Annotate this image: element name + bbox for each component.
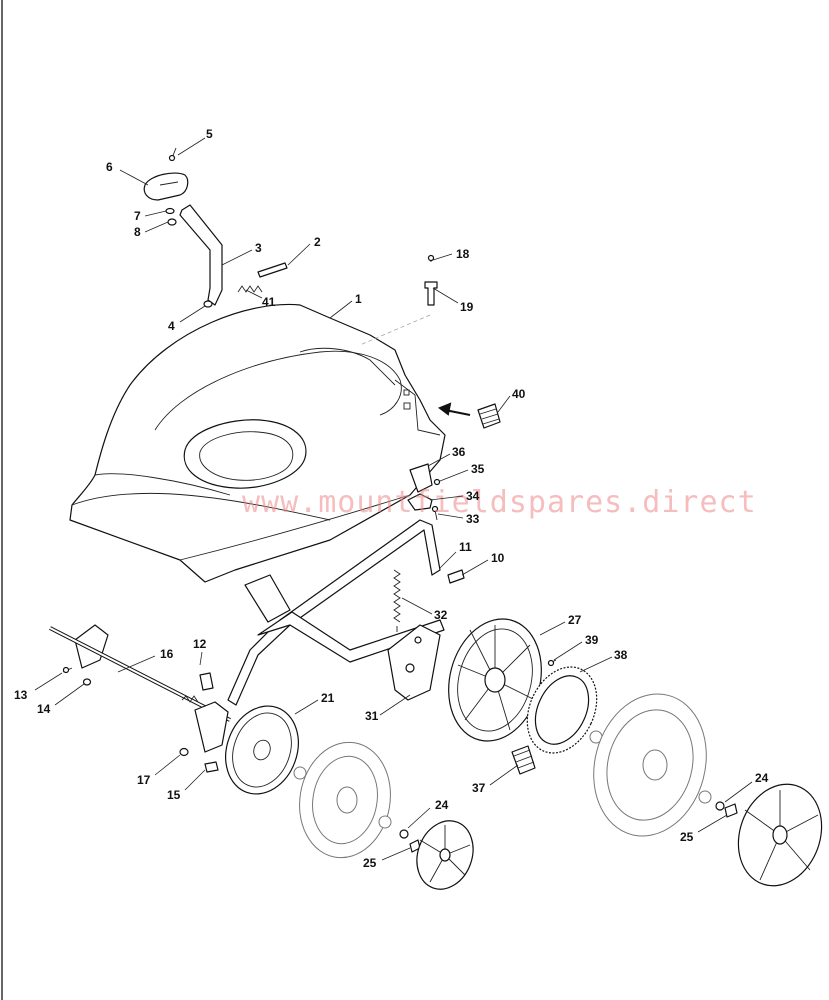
callout-2: 2 bbox=[314, 235, 321, 249]
rear-wheel bbox=[589, 693, 712, 837]
leader-lines bbox=[34, 137, 753, 861]
callout-8: 8 bbox=[134, 225, 141, 239]
callout-24a: 24 bbox=[435, 798, 449, 812]
callout-4: 4 bbox=[168, 319, 175, 333]
front-hub-cap bbox=[399, 820, 474, 890]
rear-axle-frame bbox=[227, 519, 465, 706]
callout-40: 40 bbox=[512, 387, 526, 401]
callout-13: 13 bbox=[14, 688, 28, 702]
front-wheel bbox=[293, 741, 392, 859]
watermark-text: www.mountfieldspares.direct bbox=[242, 485, 757, 520]
callout-33: 33 bbox=[466, 512, 480, 526]
rear-drive-disc bbox=[448, 618, 557, 742]
callout-3: 3 bbox=[255, 241, 262, 255]
callout-labels: 5 6 7 8 3 2 41 4 1 18 19 40 36 35 34 33 … bbox=[14, 127, 769, 870]
gearbox-pinion bbox=[437, 402, 501, 429]
height-lever-assembly bbox=[143, 147, 288, 308]
front-axle bbox=[49, 624, 231, 773]
callout-18: 18 bbox=[456, 247, 470, 261]
callout-19: 19 bbox=[460, 300, 474, 314]
pivot-assembly bbox=[424, 254, 438, 306]
bracket-set bbox=[407, 463, 441, 521]
callout-38: 38 bbox=[614, 648, 628, 662]
callout-1: 1 bbox=[355, 292, 362, 306]
drive-pinion bbox=[511, 745, 536, 775]
callout-36: 36 bbox=[452, 445, 466, 459]
callout-21: 21 bbox=[321, 691, 335, 705]
callout-5: 5 bbox=[206, 127, 213, 141]
callout-6: 6 bbox=[106, 160, 113, 174]
callout-32: 32 bbox=[434, 608, 448, 622]
callout-25b: 25 bbox=[680, 830, 694, 844]
lever-spring bbox=[237, 285, 263, 293]
mower-deck bbox=[69, 303, 446, 583]
callout-27: 27 bbox=[568, 613, 582, 627]
callout-25a: 25 bbox=[363, 856, 377, 870]
lever-pin bbox=[257, 262, 288, 278]
callout-7: 7 bbox=[134, 209, 141, 223]
callout-24b: 24 bbox=[755, 771, 769, 785]
lever-arm bbox=[179, 204, 223, 306]
callout-31: 31 bbox=[365, 709, 379, 723]
callout-12: 12 bbox=[193, 637, 207, 651]
callout-41: 41 bbox=[262, 295, 276, 309]
callout-17: 17 bbox=[137, 773, 151, 787]
callout-37: 37 bbox=[472, 781, 486, 795]
callout-10: 10 bbox=[491, 551, 505, 565]
callout-14: 14 bbox=[37, 702, 51, 716]
lever-knob bbox=[143, 172, 189, 201]
callout-11: 11 bbox=[459, 540, 472, 554]
callout-16: 16 bbox=[160, 647, 174, 661]
tension-spring bbox=[393, 569, 401, 632]
rear-hub-cap bbox=[715, 783, 823, 887]
callout-39: 39 bbox=[585, 633, 599, 647]
ring-gear bbox=[526, 666, 598, 754]
front-hub-disc bbox=[225, 705, 299, 795]
callout-34: 34 bbox=[466, 489, 480, 503]
callout-35: 35 bbox=[471, 462, 485, 476]
callout-15: 15 bbox=[167, 788, 181, 802]
